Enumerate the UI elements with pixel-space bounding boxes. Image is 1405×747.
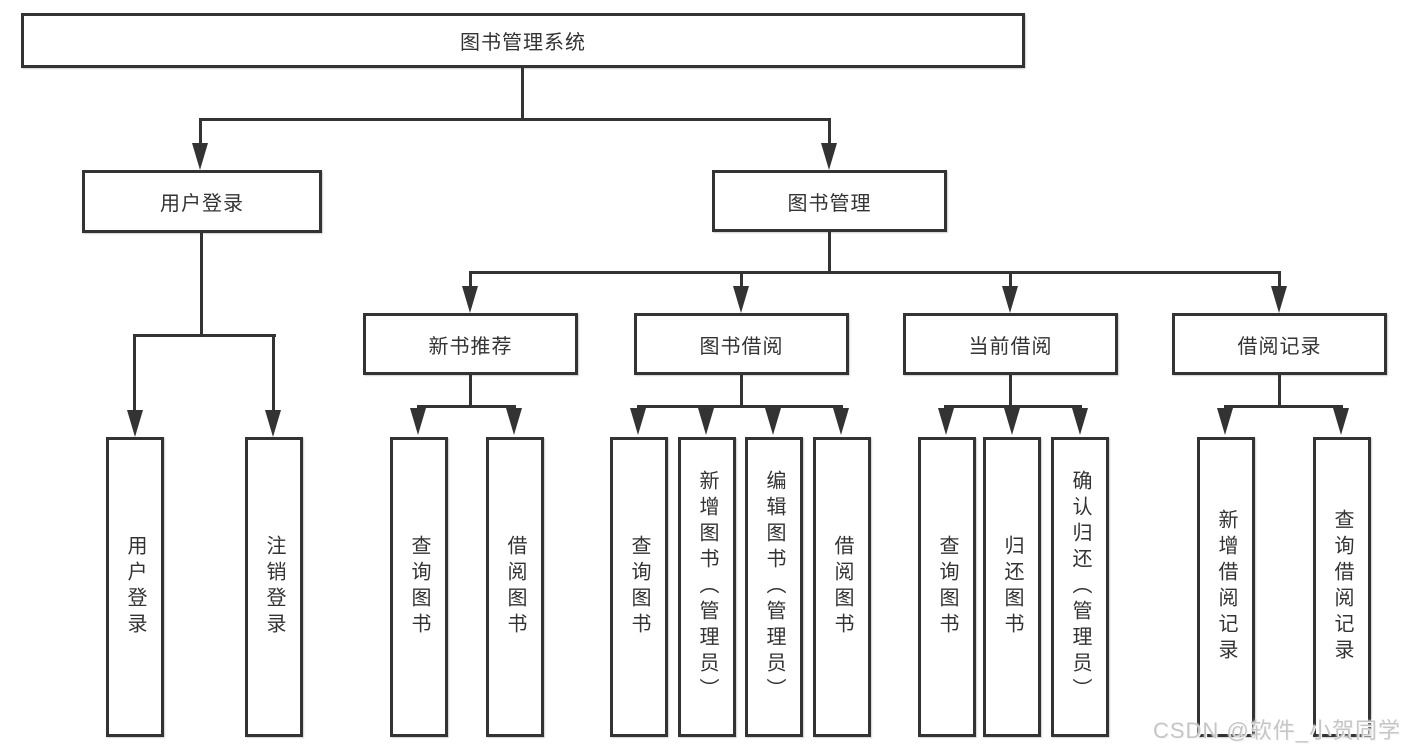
leaf-label: 借阅图书 xyxy=(504,535,526,639)
leaf-label: 新增借阅记录 xyxy=(1215,509,1237,665)
edge-stub-borrowing-records xyxy=(1278,271,1281,288)
node-label: 用户登录 xyxy=(160,193,244,215)
arrow-to-return-books xyxy=(1004,408,1020,435)
edge-root-split xyxy=(199,118,831,121)
leaf-query-borrow-record: 查询借阅记录 xyxy=(1313,437,1371,737)
leaf-label: 用户登录 xyxy=(124,535,146,639)
leaf-label: 查询图书 xyxy=(936,535,958,639)
edge-borrowing-records-split xyxy=(1224,405,1343,408)
leaf-borrow-books-2: 借阅图书 xyxy=(813,437,871,737)
arrow-to-leaf-login xyxy=(127,410,143,437)
leaf-label: 编辑图书（管理员） xyxy=(763,470,785,704)
edge-stub-user-login xyxy=(199,118,202,148)
edge-stub-current-borrowing xyxy=(1009,271,1012,288)
arrow-to-new-book xyxy=(462,286,478,313)
node-label: 借阅记录 xyxy=(1237,335,1322,358)
leaf-label: 借阅图书 xyxy=(831,535,853,639)
leaf-add-book-admin: 新增图书（管理员） xyxy=(678,437,736,737)
csdn-watermark: CSDN @软件_小贺同学 xyxy=(1152,718,1401,743)
arrow-to-current-borrowing xyxy=(1002,286,1018,313)
arrow-to-borrowing-records xyxy=(1271,286,1287,313)
arrow-to-edit-book xyxy=(765,408,781,435)
arrow-to-borrow-books-2 xyxy=(833,408,849,435)
node-label: 图书借阅 xyxy=(699,335,784,358)
node-book-borrowing: 图书借阅 xyxy=(634,313,849,375)
node-book-management: 图书管理 xyxy=(712,170,947,232)
edge-stub-book-management xyxy=(828,118,831,148)
edge-current-borrowing-split xyxy=(944,405,1082,408)
edge-stub-leaf-login xyxy=(133,334,136,412)
node-new-book-recommend: 新书推荐 xyxy=(363,313,578,375)
edge-book-management-down xyxy=(828,232,831,273)
edge-current-borrowing-down xyxy=(1009,375,1012,408)
leaf-confirm-return-admin: 确认归还（管理员） xyxy=(1051,437,1109,737)
leaf-label: 查询图书 xyxy=(628,535,650,639)
node-borrowing-records: 借阅记录 xyxy=(1172,313,1387,375)
leaf-label: 归还图书 xyxy=(1001,535,1023,639)
edge-borrowing-records-down xyxy=(1278,375,1281,408)
arrow-to-add-book xyxy=(698,408,714,435)
edge-stub-book-borrowing xyxy=(740,271,743,288)
leaf-edit-book-admin: 编辑图书（管理员） xyxy=(745,437,803,737)
leaf-user-login: 用户登录 xyxy=(106,437,164,737)
arrow-to-query-books-1 xyxy=(410,408,426,435)
leaf-label: 查询图书 xyxy=(408,535,430,639)
leaf-borrow-books-1: 借阅图书 xyxy=(486,437,544,737)
arrow-to-leaf-logout xyxy=(265,410,281,437)
edge-user-login-split xyxy=(133,334,276,337)
node-current-borrowing: 当前借阅 xyxy=(903,313,1118,375)
arrow-to-add-borrow-record xyxy=(1217,408,1233,435)
node-label: 新书推荐 xyxy=(428,335,513,358)
arrow-to-query-borrow-record xyxy=(1333,408,1349,435)
leaf-logout: 注销登录 xyxy=(245,437,303,737)
node-label: 当前借阅 xyxy=(968,335,1053,358)
edge-book-management-split xyxy=(469,271,1281,274)
edge-stub-new-book xyxy=(469,271,472,288)
leaf-label: 确认归还（管理员） xyxy=(1069,470,1091,704)
node-label: 图书管理 xyxy=(787,192,872,215)
edge-user-login-down xyxy=(200,233,203,337)
edge-book-borrowing-down xyxy=(740,375,743,408)
edge-new-book-down xyxy=(469,375,472,408)
arrow-to-query-books-2 xyxy=(630,408,646,435)
arrow-to-confirm-return xyxy=(1072,408,1088,435)
arrow-to-book-borrowing xyxy=(733,286,749,313)
node-label: 图书管理系统 xyxy=(460,32,586,54)
leaf-return-books: 归还图书 xyxy=(983,437,1041,737)
leaf-query-books-2: 查询图书 xyxy=(610,437,668,737)
leaf-query-books-1: 查询图书 xyxy=(390,437,448,737)
edge-new-book-split xyxy=(417,405,516,408)
edge-stub-leaf-logout xyxy=(272,334,275,412)
arrow-to-borrow-books-1 xyxy=(506,408,522,435)
arrow-to-query-books-3 xyxy=(938,408,954,435)
leaf-add-borrow-record: 新增借阅记录 xyxy=(1197,437,1255,737)
arrow-to-user-login xyxy=(192,143,208,170)
leaf-label: 查询借阅记录 xyxy=(1331,509,1353,665)
leaf-label: 新增图书（管理员） xyxy=(696,470,718,704)
node-library-management-system: 图书管理系统 xyxy=(21,13,1025,68)
node-user-login: 用户登录 xyxy=(82,170,322,233)
leaf-query-books-3: 查询图书 xyxy=(918,437,976,737)
leaf-label: 注销登录 xyxy=(263,535,285,639)
edge-root-down xyxy=(521,68,524,120)
edge-book-borrowing-split xyxy=(637,405,843,408)
arrow-to-book-management xyxy=(821,143,837,170)
